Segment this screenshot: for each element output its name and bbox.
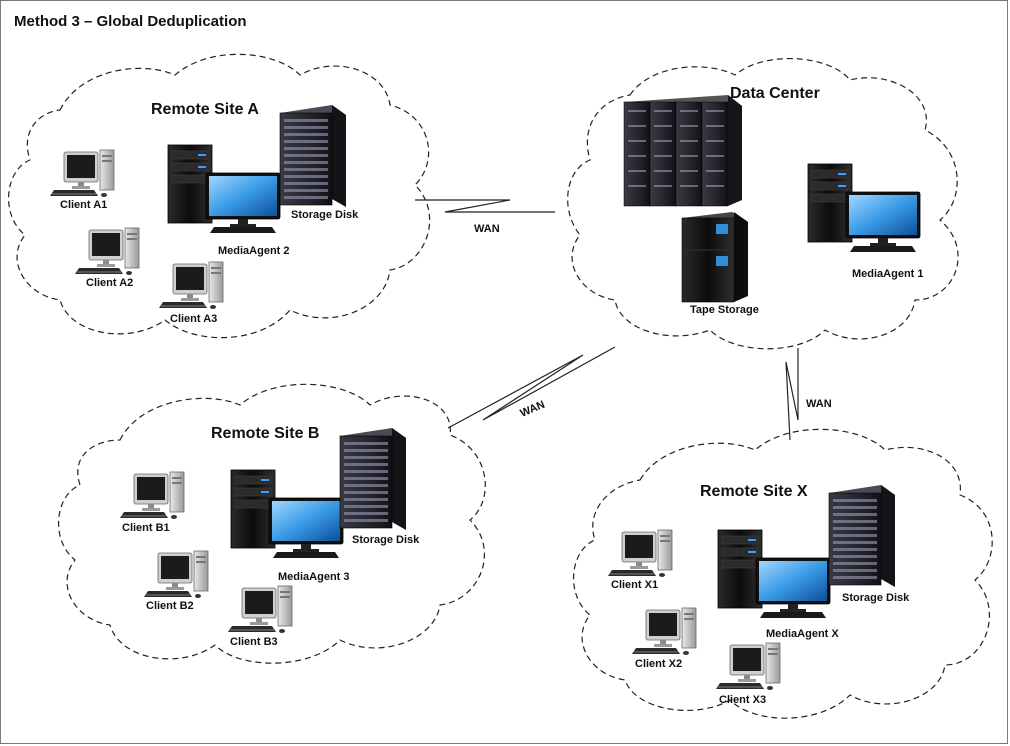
site-title-b: Remote Site B [211, 425, 319, 442]
tape-storage-icon [681, 212, 748, 303]
cloud-remote-site-a [7, 53, 431, 339]
client-b3-icon [227, 585, 293, 634]
client-x3-label: Client X3 [719, 694, 766, 706]
wan-label-b-dc: WAN [518, 399, 546, 420]
cloud-remote-site-b [57, 383, 486, 664]
client-a2-icon [74, 227, 140, 276]
storage-disk-a-label: Storage Disk [291, 209, 359, 221]
wan-label-x-dc: WAN [806, 398, 832, 410]
media-agent-2-icon [167, 144, 281, 234]
media-agent-1-label: MediaAgent 1 [852, 268, 924, 280]
cloud-data-center [567, 58, 959, 350]
client-b2-icon [143, 550, 209, 599]
wan-label-a-dc: WAN [474, 223, 500, 235]
wan-link-a-dc [415, 199, 555, 213]
client-a1-label: Client A1 [60, 199, 107, 211]
client-b1-label: Client B1 [122, 522, 170, 534]
media-agent-2-label: MediaAgent 2 [218, 245, 290, 257]
wan-link-b-dc [447, 346, 616, 429]
client-b3-label: Client B3 [230, 636, 278, 648]
client-x1-icon [607, 529, 673, 578]
client-a3-label: Client A3 [170, 313, 217, 325]
storage-disk-x-icon [828, 484, 896, 588]
client-a1-icon [49, 149, 115, 198]
data-center-server-cabinets-icon [623, 95, 742, 207]
client-b1-icon [119, 471, 185, 520]
media-agent-1-icon [807, 163, 921, 253]
media-agent-3-label: MediaAgent 3 [278, 571, 350, 583]
storage-disk-x-label: Storage Disk [842, 592, 910, 604]
client-x2-icon [631, 607, 697, 656]
media-agent-x-label: MediaAgent X [766, 628, 839, 640]
tape-storage-label: Tape Storage [690, 304, 759, 316]
diagram-title: Method 3 – Global Deduplication [14, 13, 247, 30]
site-title-a: Remote Site A [151, 101, 259, 118]
client-b2-label: Client B2 [146, 600, 194, 612]
media-agent-x-icon [717, 529, 831, 619]
site-title-x: Remote Site X [700, 483, 808, 500]
storage-disk-a-icon [279, 104, 347, 208]
media-agent-3-icon [230, 469, 344, 559]
client-a3-icon [158, 261, 224, 310]
client-x2-label: Client X2 [635, 658, 682, 670]
storage-disk-b-label: Storage Disk [352, 534, 420, 546]
wan-link-x-dc [785, 348, 799, 441]
cloud-remote-site-x [572, 428, 993, 719]
client-x1-label: Client X1 [611, 579, 658, 591]
site-title-dc: Data Center [730, 85, 820, 102]
client-a2-label: Client A2 [86, 277, 133, 289]
client-x3-icon [715, 642, 781, 691]
storage-disk-b-icon [339, 427, 407, 531]
